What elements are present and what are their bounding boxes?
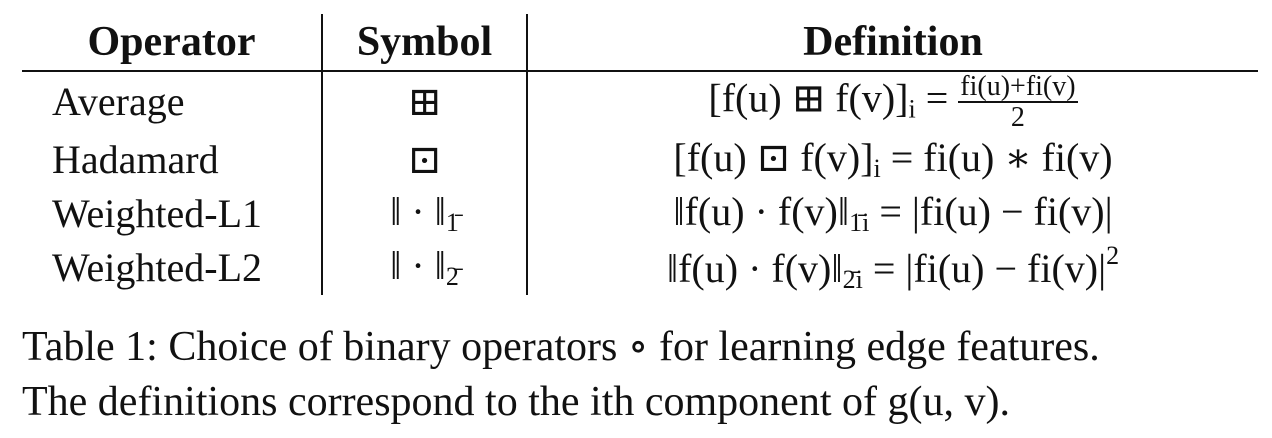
operator-definition: [f(u) ⊡ f(v)]i = fi(u) ∗ fi(v): [527, 133, 1258, 187]
table-header-row: Operator Symbol Definition: [22, 14, 1258, 72]
definition-equals: =: [880, 134, 924, 180]
fraction-denominator: 2: [1010, 102, 1025, 134]
definition-rhs: |fi(u) − fi(v)|: [905, 245, 1107, 291]
caption-line-1: Table 1: Choice of binary operators ∘ fo…: [22, 324, 1100, 370]
operator-symbol: ⊡: [322, 132, 528, 187]
operator-name: Weighted-L1: [22, 186, 323, 241]
header-operator: Operator: [22, 14, 323, 72]
caption-line-2: The definitions correspond to the ith co…: [22, 379, 1010, 425]
table-row: Weighted-L1 ‖ · ‖1̄ ‖f(u) · f(v)‖1̄i = |…: [22, 186, 1258, 241]
operator-symbol-subscript: 2̄: [445, 261, 459, 291]
definition-equals: =: [869, 188, 912, 234]
header-definition: Definition: [527, 14, 1258, 72]
operator-definition: [f(u) ⊞ f(v)]i = fi(u)+fi(v)2: [527, 71, 1258, 133]
table-row: Weighted-L2 ‖ · ‖2̄ ‖f(u) · f(v)‖2̄i = |…: [22, 240, 1258, 295]
operators-table: Operator Symbol Definition Average ⊞ [f(…: [22, 14, 1258, 295]
definition-equals: =: [862, 245, 906, 291]
definition-rhs-superscript: 2: [1106, 240, 1120, 270]
definition-lhs-subscript: i: [908, 94, 916, 124]
operator-symbol-subscript: 1̄: [445, 207, 459, 237]
operator-symbol: ⊞: [322, 71, 528, 133]
table-row: Hadamard ⊡ [f(u) ⊡ f(v)]i = fi(u) ∗ fi(v…: [22, 132, 1258, 187]
operator-symbol: ‖ · ‖: [390, 188, 446, 234]
definition-lhs: ‖f(u) · f(v)‖: [666, 245, 843, 291]
definition-lhs: ‖f(u) · f(v)‖: [673, 188, 850, 234]
table-caption: Table 1: Choice of binary operators ∘ fo…: [22, 320, 1258, 430]
operator-definition: ‖f(u) · f(v)‖2̄i = |fi(u) − fi(v)|2: [527, 241, 1258, 295]
operator-symbol: ‖ · ‖: [390, 242, 446, 288]
definition-fraction: fi(u)+fi(v)2: [958, 71, 1078, 134]
operator-name: Average: [22, 71, 323, 133]
definition-lhs-subscript: i: [873, 153, 881, 183]
definition-lhs-subscript: 2̄i: [842, 264, 863, 294]
header-symbol: Symbol: [322, 14, 528, 72]
operator-name: Hadamard: [22, 132, 323, 187]
operator-name: Weighted-L2: [22, 240, 323, 295]
definition-lhs: [f(u) ⊞ f(v)]: [708, 75, 909, 121]
operator-definition: ‖f(u) · f(v)‖1̄i = |fi(u) − fi(v)|: [527, 187, 1258, 241]
definition-lhs: [f(u) ⊡ f(v)]: [673, 134, 874, 180]
definition-equals: =: [915, 75, 959, 121]
operators-table-container: Operator Symbol Definition Average ⊞ [f(…: [22, 14, 1258, 295]
definition-rhs: |fi(u) − fi(v)|: [911, 188, 1113, 234]
definition-lhs-subscript: 1̄i: [849, 207, 870, 237]
operator-symbol-cell: ‖ · ‖1̄: [322, 186, 528, 241]
definition-rhs: fi(u) ∗ fi(v): [923, 134, 1113, 180]
operator-symbol-cell: ‖ · ‖2̄: [322, 240, 528, 295]
fraction-numerator: fi(u)+fi(v): [958, 71, 1078, 104]
table-row: Average ⊞ [f(u) ⊞ f(v)]i = fi(u)+fi(v)2: [22, 71, 1258, 133]
